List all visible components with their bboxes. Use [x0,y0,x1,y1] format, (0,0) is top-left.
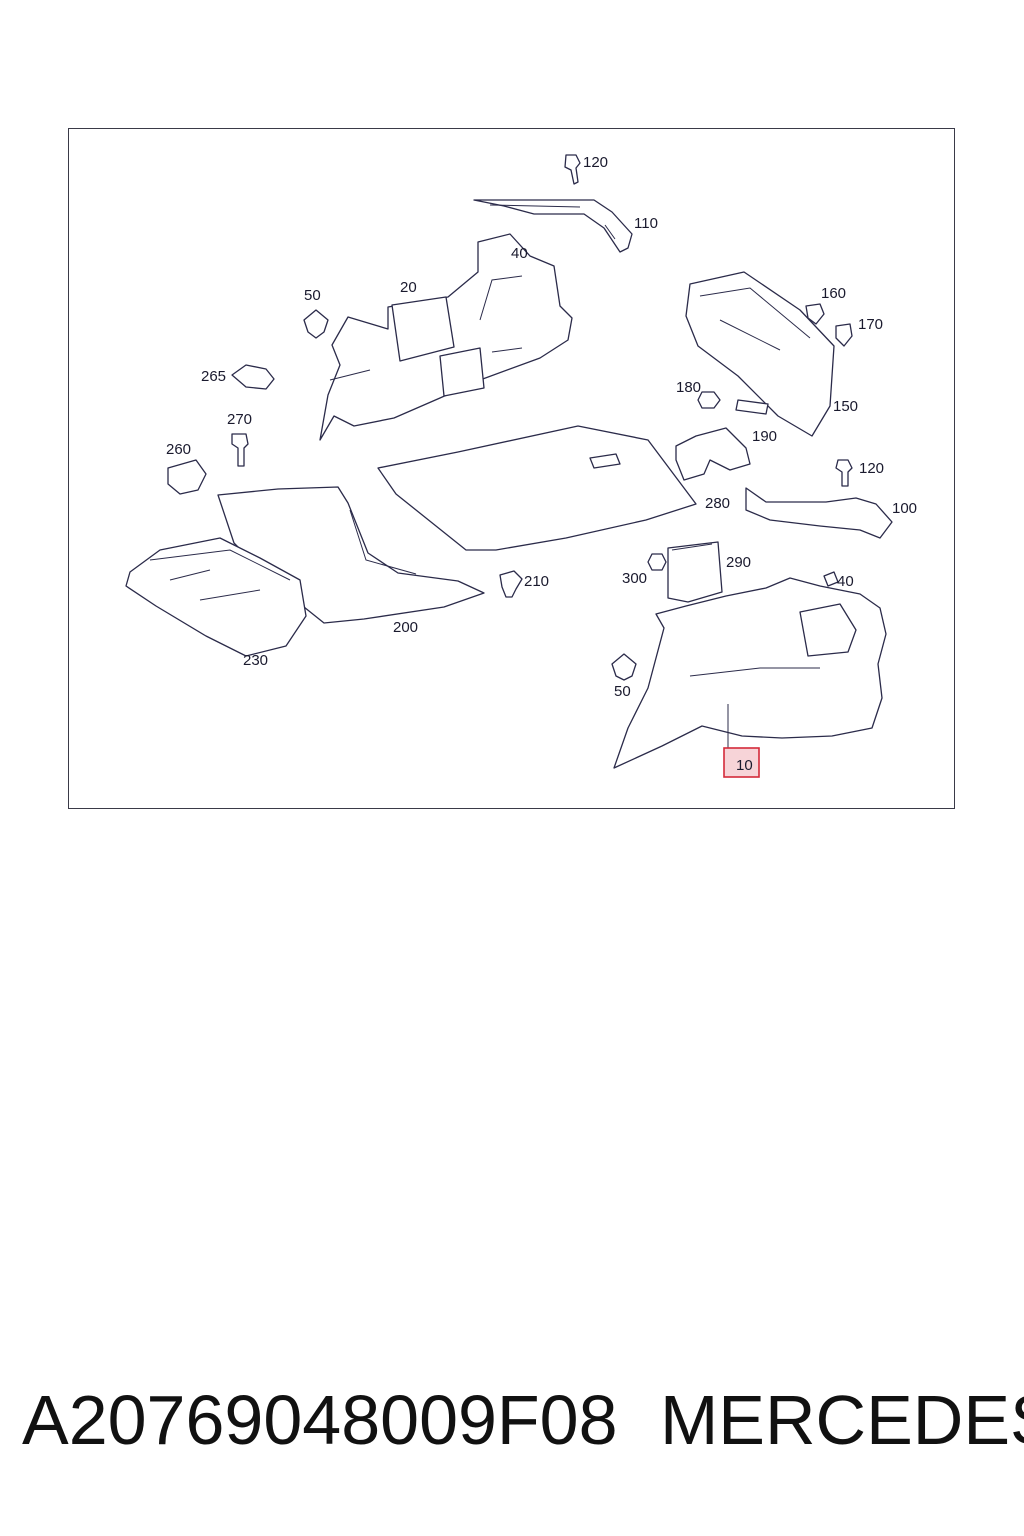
callout-270: 270 [227,411,252,428]
part-50-clip-right [611,653,637,681]
callout-40-top: 40 [511,245,528,262]
part-20-left-panel [319,233,573,441]
callout-180: 180 [676,379,701,396]
brand-text: MERCEDES [660,1381,1024,1459]
part-265-cover [231,364,275,390]
callout-280: 280 [705,495,730,512]
part-300-screw [647,553,667,571]
callout-50-left: 50 [304,287,321,304]
part-290-cover-plate [667,541,723,603]
footer: A20769048009F08 MERCEDES [0,1380,1024,1470]
callout-290: 290 [726,554,751,571]
callout-260: 260 [166,441,191,458]
callout-300: 300 [622,570,647,587]
part-160-clip [805,303,825,325]
part-150-rear-trim-panel [685,271,835,437]
callout-10-highlighted[interactable]: 10 [723,747,760,778]
part-280-bracket [675,427,751,481]
part-100-trim-strip [745,487,893,539]
callout-160: 160 [821,285,846,302]
callout-170: 170 [858,316,883,333]
part-floor-mat [377,425,697,551]
part-120-bolt-top [564,154,581,185]
part-number-text: A20769048009F08 [22,1381,618,1459]
part-190-pad [735,399,769,415]
callout-120-right: 120 [859,460,884,477]
callout-10-label: 10 [736,757,753,774]
callout-110: 110 [634,215,658,232]
part-180-plug [697,391,721,409]
callout-40-right: 40 [837,573,854,590]
callout-200: 200 [393,619,418,636]
callout-190: 190 [752,428,777,445]
part-170-clip [835,323,853,347]
part-40-clip-right [823,571,839,587]
callout-210: 210 [524,573,549,590]
callout-265: 265 [201,368,226,385]
part-10-right-panel [613,577,887,769]
part-120-bolt-right [835,459,853,487]
part-260-hook [167,459,207,495]
part-50-clip-left [303,309,329,339]
callout-150: 150 [833,398,858,415]
part-270-screw [231,433,249,467]
part-210-clip [499,570,523,598]
part-110-trim-strip [473,199,633,253]
callout-100: 100 [892,500,917,517]
callout-50-right: 50 [614,683,631,700]
callout-20: 20 [400,279,417,296]
callout-230: 230 [243,652,268,669]
part-230-storage-tray [125,537,307,657]
callout-120-top: 120 [583,154,608,171]
